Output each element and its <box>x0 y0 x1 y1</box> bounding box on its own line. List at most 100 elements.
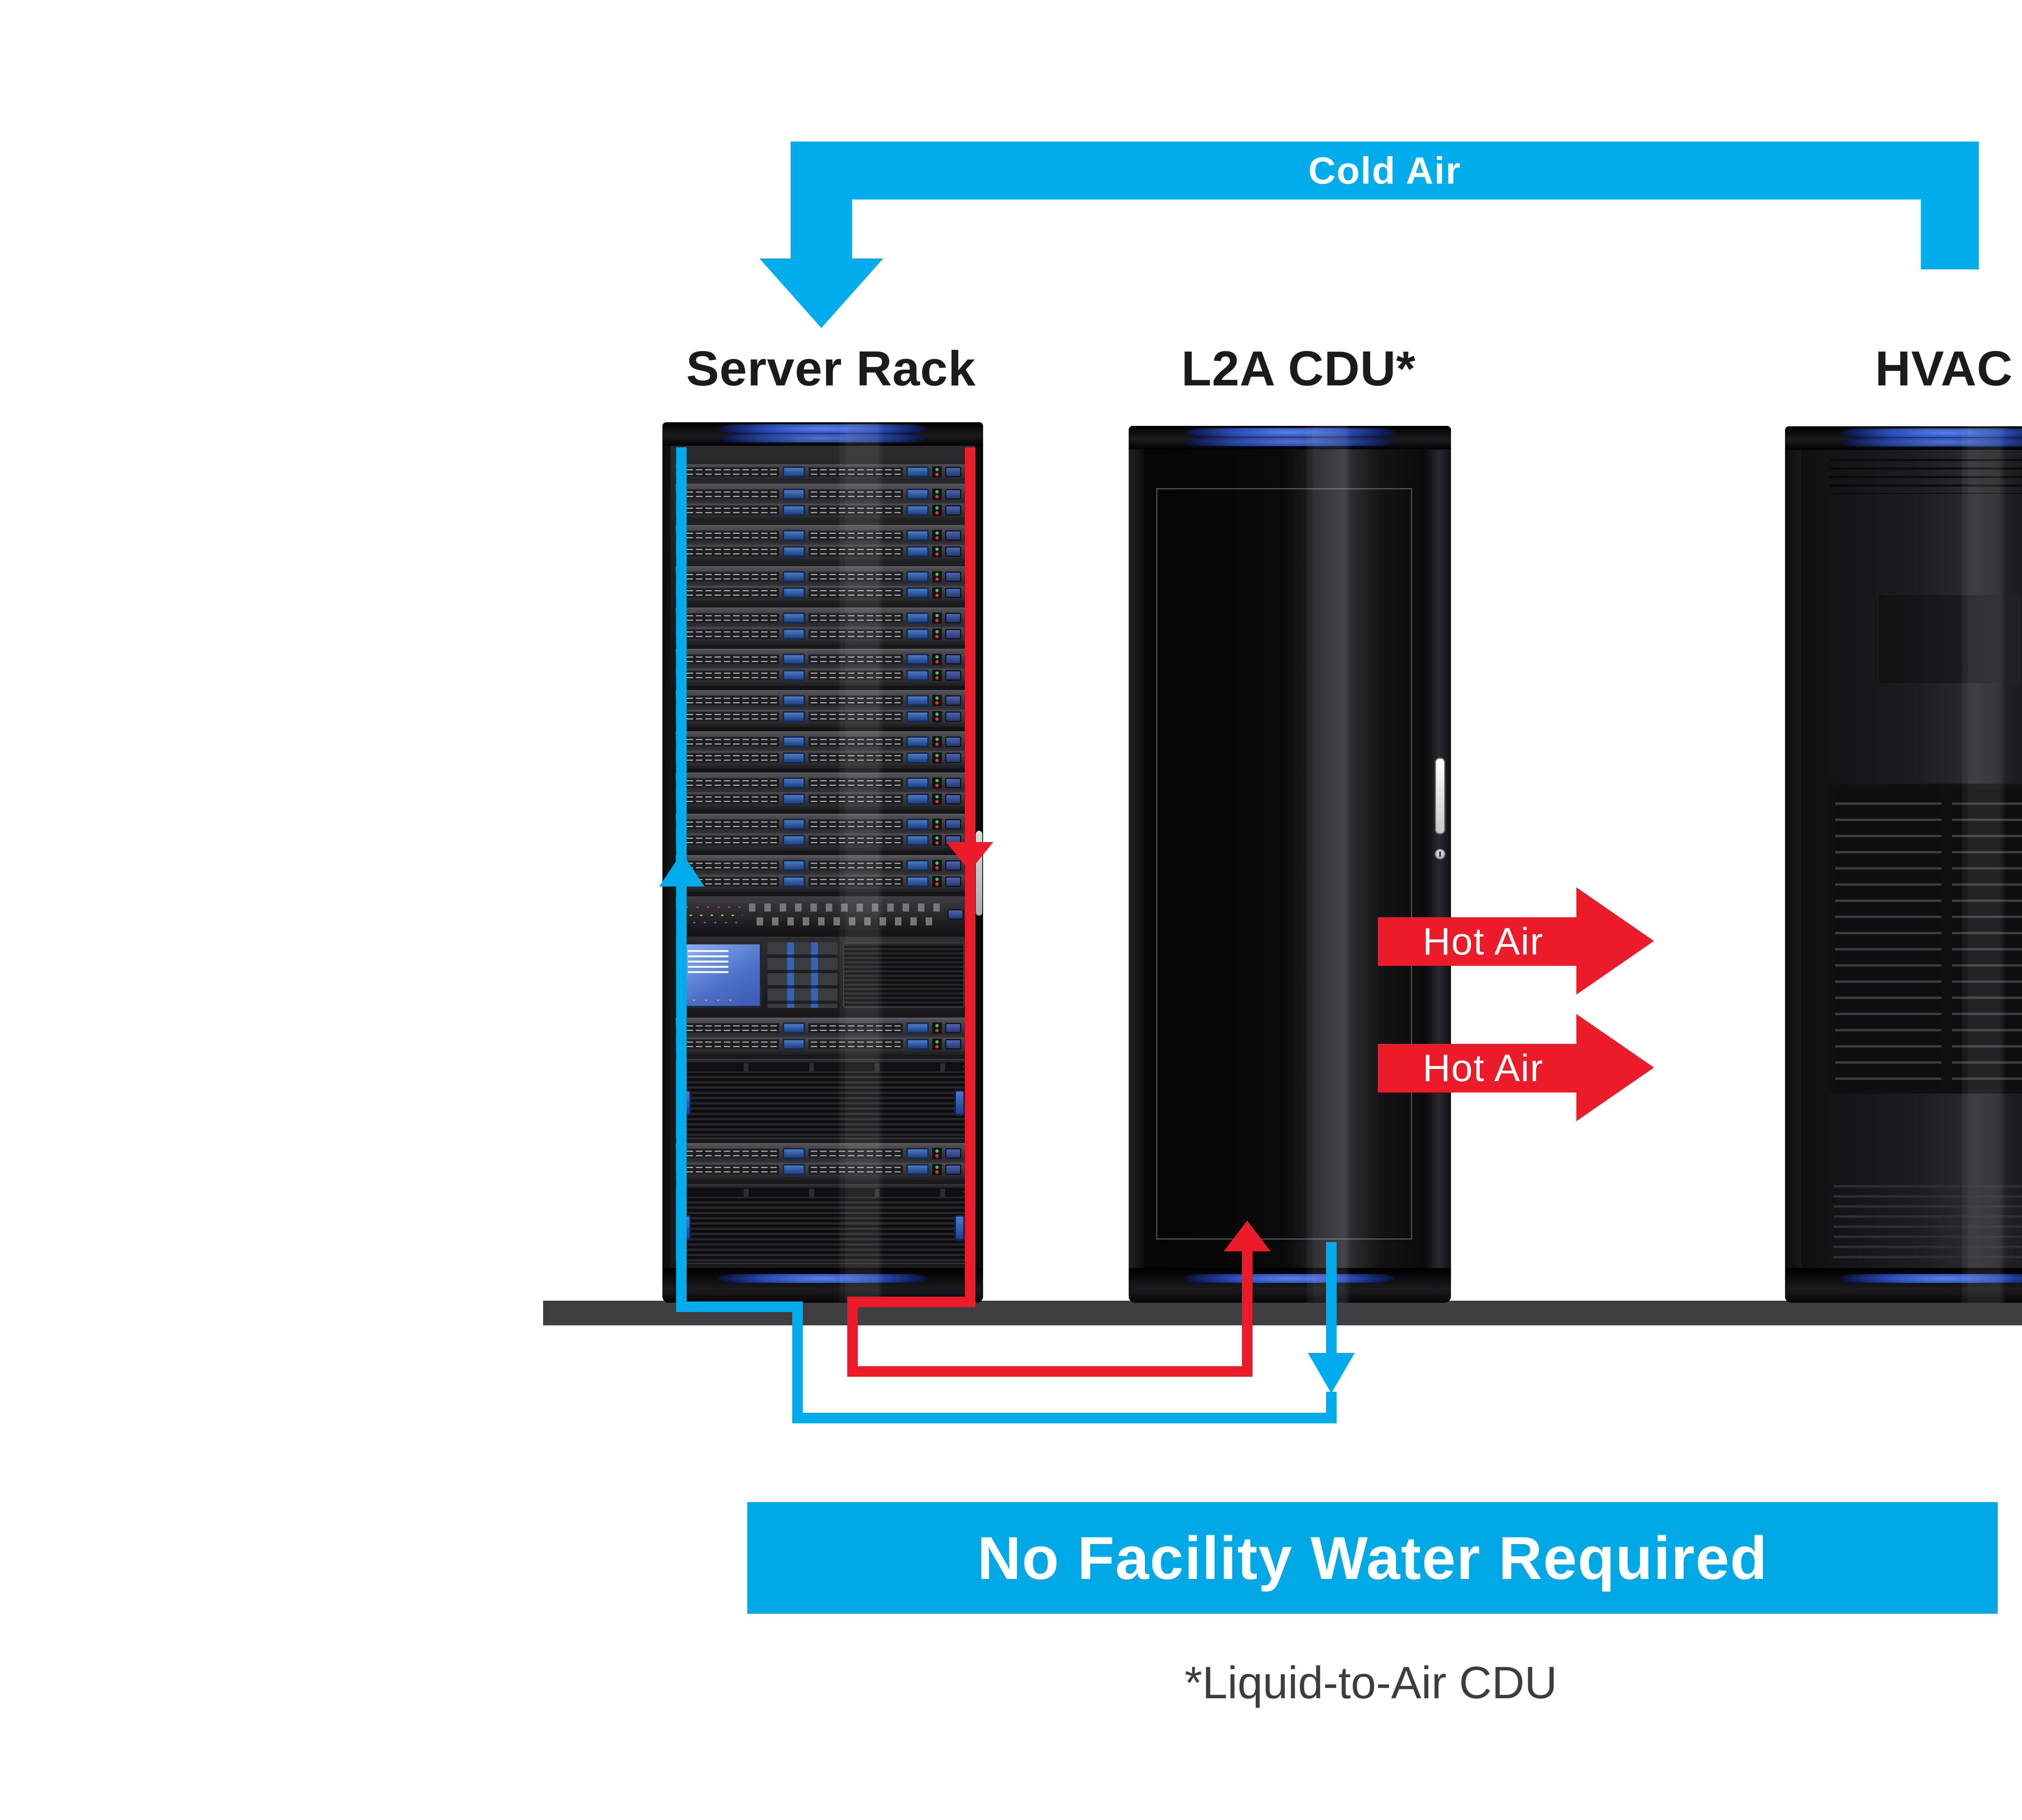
drive-tray-icon <box>782 654 805 665</box>
drive-tray-icon <box>906 860 929 871</box>
drive-slot-icon <box>684 753 779 763</box>
vga-port-icon <box>945 876 961 887</box>
drive-tray-icon <box>782 1164 805 1175</box>
hot-air-label-top: Hot Air <box>1422 920 1544 963</box>
drive-tray-icon <box>782 876 805 887</box>
drive-tray-icon <box>906 1022 929 1034</box>
cold-liquid-pipe-bottom-run <box>792 1413 1337 1423</box>
drive-bay <box>681 817 964 831</box>
vga-port-icon <box>945 1148 961 1159</box>
hot-liquid-pipe-rack-jog <box>847 1297 975 1307</box>
drive-tray-icon <box>782 670 805 681</box>
rack-bottom-gloss2-icon <box>675 1274 971 1283</box>
cold-air-arrowhead-icon <box>759 258 883 328</box>
cold-air-duct: Cold Air <box>791 142 1979 199</box>
vga-port-icon <box>945 778 961 788</box>
drive-slot-icon <box>684 778 779 788</box>
hvac-top-vent-icon <box>1830 459 2022 494</box>
rack-top-cap <box>662 422 983 446</box>
status-led-icon <box>932 819 942 830</box>
rack-vented-chassis <box>675 1184 970 1264</box>
drive-tray-icon <box>906 736 929 747</box>
cdu-top-cap <box>1129 426 1451 449</box>
drive-bay <box>681 792 964 806</box>
drive-tray-icon <box>782 1039 805 1050</box>
drive-tray-icon <box>782 752 805 764</box>
rack-top-gloss-icon <box>675 424 971 433</box>
hvac-top-cap <box>1785 426 2022 450</box>
drive-slot-icon <box>684 794 779 804</box>
kvm-drive-bays <box>768 942 838 1008</box>
status-led-icon <box>932 752 942 764</box>
drive-tray-icon <box>906 546 929 557</box>
vga-port-icon <box>945 819 961 830</box>
status-led-icon <box>932 1039 942 1050</box>
cdu-left-pillar <box>1129 449 1144 1268</box>
rack-2u-server <box>675 525 970 562</box>
drive-tray-icon <box>906 835 929 846</box>
status-led-icon <box>932 629 942 640</box>
drive-tray-icon <box>782 629 805 640</box>
drive-slot-icon <box>684 629 779 639</box>
chassis-handle-icon <box>954 1215 965 1241</box>
hvac-top-gloss-icon <box>1798 428 2022 437</box>
status-led-icon <box>932 835 942 846</box>
drive-tray-icon <box>906 1148 929 1159</box>
drive-slot-icon <box>684 489 779 499</box>
drive-tray-icon <box>782 1148 805 1159</box>
rack-2u-server <box>675 566 970 603</box>
cdu-bottom-gloss2-icon <box>1141 1274 1438 1283</box>
status-led-icon <box>932 654 942 665</box>
drive-slot-icon <box>684 654 779 664</box>
drive-tray-icon <box>906 794 929 805</box>
vga-port-icon <box>945 670 961 681</box>
kvm-screen <box>681 942 762 1008</box>
vga-port-icon <box>945 711 961 722</box>
rack-2u-server <box>675 814 970 851</box>
drive-slot-icon <box>684 1165 779 1175</box>
drive-bay <box>681 1037 964 1051</box>
vga-port-icon <box>945 695 961 706</box>
vga-port-icon <box>945 546 961 557</box>
rack-network-switch <box>675 896 970 933</box>
vga-port-icon <box>945 505 961 516</box>
status-led-icon <box>932 505 942 516</box>
vga-port-icon <box>945 489 961 499</box>
drive-slot-icon <box>808 1149 903 1158</box>
server-rack-cabinet <box>662 422 983 1303</box>
drive-tray-icon <box>906 752 929 764</box>
status-led-icon <box>932 695 942 706</box>
drive-bay <box>681 1147 964 1160</box>
vga-port-icon <box>945 654 961 665</box>
vga-port-icon <box>945 588 961 598</box>
rack-2u-server <box>675 690 970 727</box>
cdu-top-gloss2-icon <box>1141 437 1438 446</box>
drive-bay <box>681 1021 964 1035</box>
drive-tray-icon <box>906 587 929 599</box>
drive-slot-icon <box>808 836 903 845</box>
drive-slot-icon <box>808 588 903 598</box>
cold-liquid-pipe-rack-jog <box>676 1302 803 1312</box>
cdu-bottom-cap <box>1129 1268 1451 1303</box>
drive-tray-icon <box>782 695 805 706</box>
drive-slot-icon <box>808 861 903 870</box>
drive-bay <box>681 1163 964 1177</box>
chassis-handle-icon <box>954 1090 965 1116</box>
status-led-icon <box>932 711 942 722</box>
drive-slot-icon <box>808 547 903 557</box>
hot-liquid-pipe-cdu-vertical <box>1242 1250 1252 1377</box>
drive-slot-icon <box>808 1165 903 1175</box>
status-led-icon <box>932 546 942 557</box>
drive-slot-icon <box>808 654 903 664</box>
rack-2u-server <box>675 855 970 892</box>
drive-bay <box>681 627 964 641</box>
drive-tray-icon <box>782 736 805 747</box>
drive-tray-icon <box>906 466 929 478</box>
cold-air-label: Cold Air <box>1308 149 1462 192</box>
drive-bay <box>681 586 964 600</box>
drive-slot-icon <box>808 1023 903 1033</box>
status-led-icon <box>932 612 942 624</box>
banner-text: No Facility Water Required <box>977 1524 1768 1592</box>
drive-slot-icon <box>808 506 903 515</box>
